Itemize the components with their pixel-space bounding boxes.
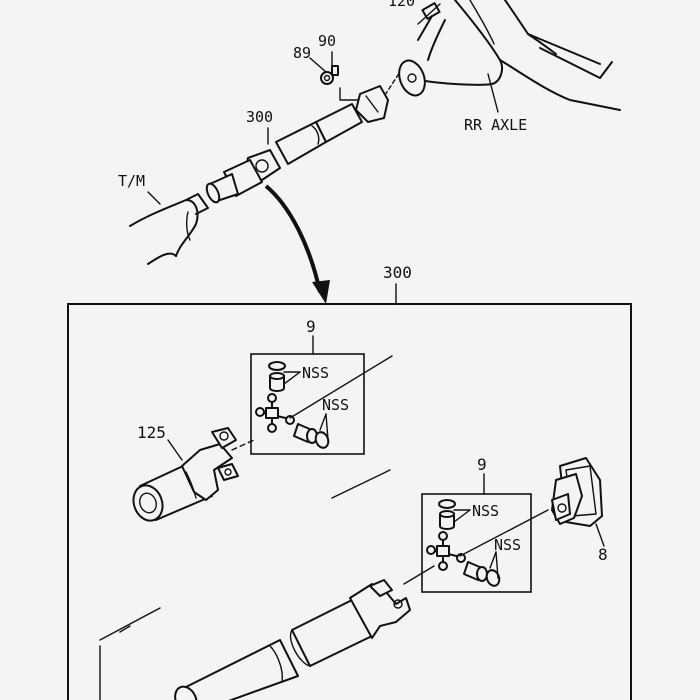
- spider-cross-lower: [426, 531, 466, 571]
- leader-nss-4b: [495, 551, 499, 579]
- nut-89: [320, 71, 334, 85]
- leader-125: [167, 439, 183, 461]
- label-rr-axle: RR AXLE: [464, 116, 527, 134]
- slip-yoke-125: [132, 427, 239, 522]
- assembly-line-tube: [403, 565, 435, 585]
- dash-line-125: [231, 439, 255, 451]
- label-120: 120: [388, 0, 415, 10]
- detail-frame: [67, 303, 632, 700]
- label-nss-4: NSS: [494, 536, 521, 554]
- spider-cross-upper: [255, 393, 295, 433]
- dash-line-nut: [339, 87, 359, 101]
- label-9-lower: 9: [477, 455, 487, 474]
- bearing-cup-lower-a: [438, 499, 456, 530]
- leader-nss-4a: [489, 551, 497, 569]
- bearing-cup-upper-b: [293, 423, 330, 449]
- label-125: 125: [137, 423, 166, 442]
- kit-box-upper: [250, 353, 365, 455]
- bearing-cup-lower-b: [463, 561, 501, 587]
- assembly-line-mid: [331, 469, 391, 499]
- label-nss-1: NSS: [302, 364, 329, 382]
- label-9-upper: 9: [306, 317, 316, 336]
- washer-90: [331, 65, 339, 76]
- leader-nss-2b: [325, 413, 329, 441]
- axle-flange: [398, 59, 426, 97]
- label-89: 89: [293, 44, 311, 62]
- propeller-tube-rear: [289, 579, 411, 667]
- leader-8: [595, 523, 605, 547]
- label-90: 90: [318, 32, 336, 50]
- label-8: 8: [598, 545, 608, 564]
- bearing-cup-upper-a: [268, 361, 286, 392]
- leader-89: [309, 57, 327, 73]
- transmission-housing: [129, 193, 209, 265]
- detail-pointer-arrow: [264, 184, 330, 304]
- leader-nss-3b: [453, 509, 471, 523]
- leader-nss-1b: [283, 371, 301, 385]
- propeller-tube-front: [174, 639, 299, 700]
- kit-box-lower: [421, 493, 532, 593]
- leader-rr-axle: [487, 73, 499, 113]
- assembly-line-upper: [289, 355, 393, 419]
- flange-yoke-8: [551, 457, 603, 527]
- label-tm: T/M: [118, 172, 145, 190]
- dash-line-tube-a: [99, 607, 161, 641]
- overview-propeller-shaft: [205, 85, 389, 204]
- bolt-120: [417, 2, 441, 41]
- rear-axle-housing: [398, 0, 621, 111]
- label-300-top: 300: [246, 108, 273, 126]
- leader-nss-2a: [319, 413, 327, 431]
- dash-line-flange: [384, 71, 401, 96]
- dash-mark: [119, 625, 131, 633]
- label-nss-3: NSS: [472, 502, 499, 520]
- label-nss-2: NSS: [322, 396, 349, 414]
- assembly-line-lower: [459, 509, 549, 557]
- label-300-box: 300: [383, 263, 412, 282]
- leader-tm: [147, 191, 161, 205]
